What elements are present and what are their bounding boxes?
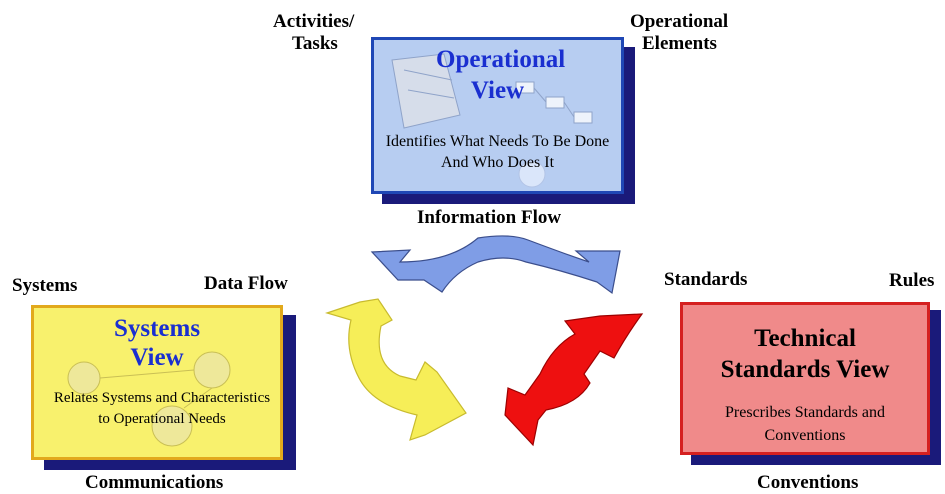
systems-view-title: Systems View <box>34 314 280 372</box>
communications-label: Communications <box>85 472 224 493</box>
standards-label: Standards <box>664 269 748 290</box>
systems-view-description-line2: to Operational Needs <box>98 411 226 427</box>
operational-view-description: Identifies What Needs To Be Done And Who… <box>374 131 621 173</box>
technical-view-description-line1: Prescribes Standards and <box>725 404 885 421</box>
operational-decoration-icon <box>391 53 593 188</box>
systems-data-flow-arrow <box>324 298 467 441</box>
conventions-label: Conventions <box>757 472 859 493</box>
activities-label-line2: Tasks <box>292 33 338 54</box>
operational-view-box: Operational View Identifies What Needs T… <box>371 37 624 194</box>
systems-view-description: Relates Systems and Characteristics to O… <box>14 388 310 430</box>
technical-view-title: Technical Standards View <box>683 323 927 385</box>
systems-view-box: Systems View Relates Systems and Charact… <box>31 305 283 460</box>
information-flow-label: Information Flow <box>417 207 562 228</box>
activities-label-line1: Activities/ <box>273 11 355 32</box>
rules-label: Rules <box>889 270 935 291</box>
operational-view-title: Operational View <box>436 46 566 104</box>
technical-view-description-line2: Conventions <box>764 427 846 444</box>
operational-view-description-line1: Identifies What Needs To Be Done <box>385 133 610 150</box>
technical-standards-arrow <box>504 313 644 447</box>
technical-view-description: Prescribes Standards and Conventions <box>683 401 927 447</box>
information-flow-arrow <box>370 235 621 295</box>
systems-view-description-line1: Relates Systems and Characteristics <box>53 390 271 406</box>
technical-view-title-line2: Standards View <box>720 356 890 383</box>
data-flow-label: Data Flow <box>204 273 288 294</box>
systems-decoration-icon <box>67 351 231 447</box>
operational-view-description-line2: And Who Does It <box>440 154 555 171</box>
technical-view-box: Technical Standards View Prescribes Stan… <box>680 302 930 455</box>
technical-view-title-line1: Technical <box>754 325 856 352</box>
activities-tasks-label: Activities/ Tasks <box>273 11 354 55</box>
operational-elements-line2: Elements <box>642 33 717 54</box>
operational-elements-label: Operational Elements <box>630 11 728 55</box>
systems-view-title-line2: View <box>130 344 184 371</box>
systems-view-title-line1: Systems <box>113 315 201 342</box>
operational-elements-line1: Operational <box>630 11 729 32</box>
systems-label: Systems <box>12 275 78 296</box>
